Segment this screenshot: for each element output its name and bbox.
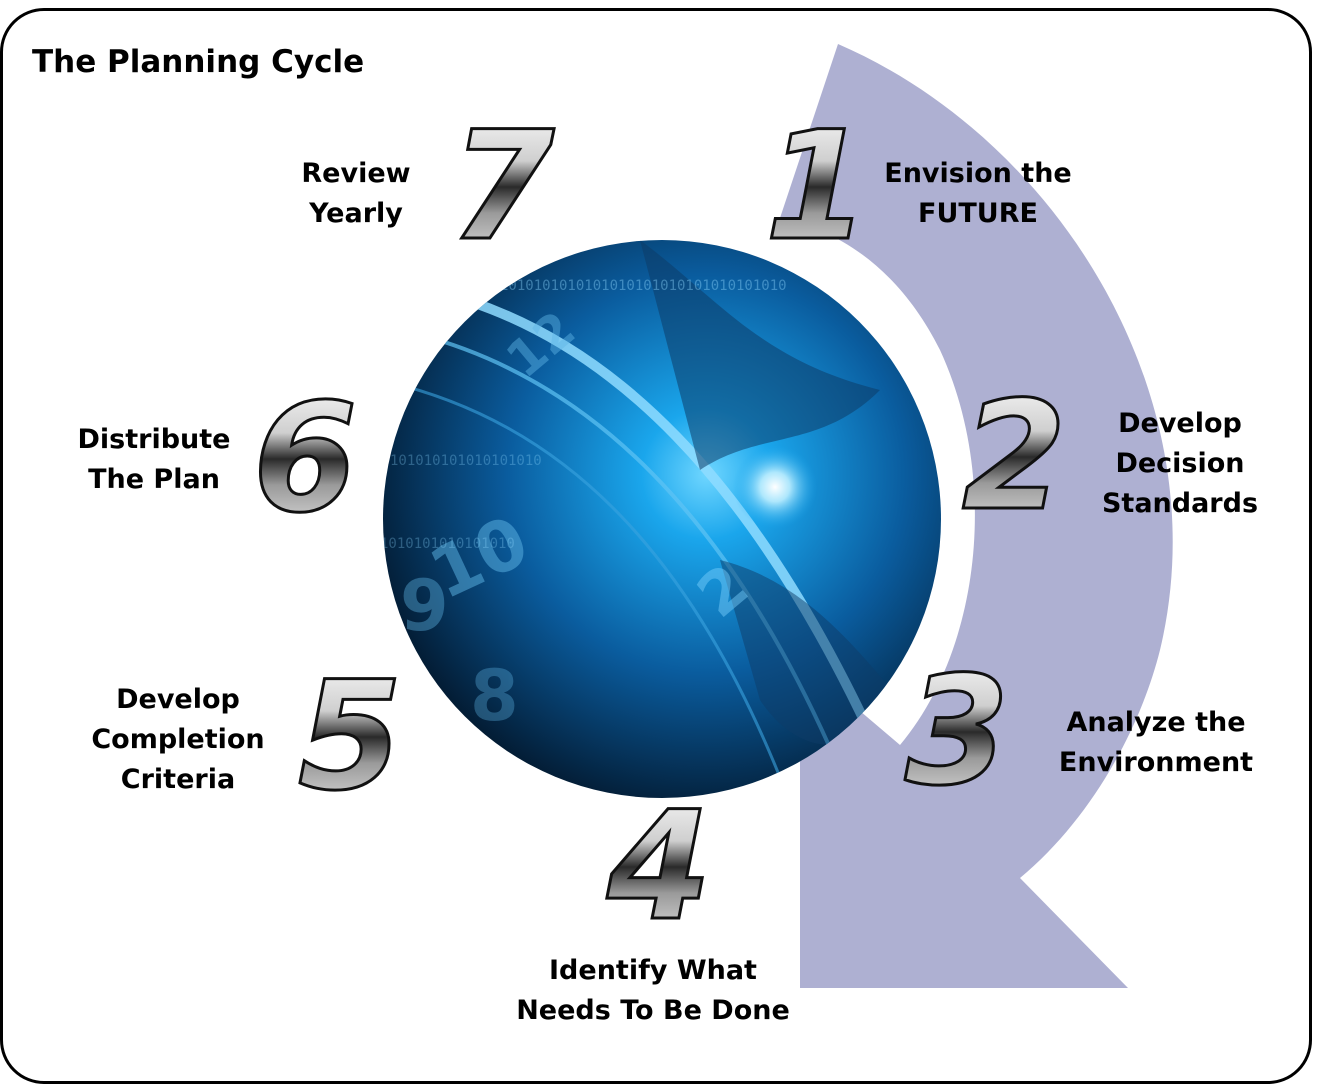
step-2-line-1: Develop (1118, 408, 1242, 439)
number-5-badge: 5 (297, 649, 404, 826)
svg-text:4: 4 (606, 780, 711, 954)
step-4-label: Identify What Needs To Be Done (478, 951, 828, 1031)
number-7-badge: 7 (449, 99, 557, 276)
svg-text:101010101010101010: 101010101010101010 (390, 453, 542, 469)
number-3-badge: 3 (904, 644, 1011, 821)
step-2-line-2: Decision (1115, 448, 1245, 479)
svg-text:1: 1 (765, 100, 869, 274)
step-1-line-2: FUTURE (918, 198, 1038, 229)
step-4-line-1: Identify What (549, 955, 757, 986)
step-5-line-2: Completion (91, 724, 265, 755)
step-4-line-2: Needs To Be Done (516, 995, 790, 1026)
step-7-label: Review Yearly (278, 154, 434, 234)
step-3-line-2: Environment (1058, 747, 1254, 778)
svg-text:2: 2 (962, 370, 1066, 544)
step-3-line-1: Analyze the (1066, 707, 1246, 738)
step-5-line-3: Criteria (120, 764, 236, 795)
step-1-label: Envision the FUTURE (868, 154, 1088, 234)
step-6-line-1: Distribute (77, 424, 231, 455)
step-6-line-2: The Plan (88, 464, 220, 495)
cycle-arrow (780, 44, 1173, 988)
svg-text:3: 3 (905, 645, 1009, 819)
globe-image: 10 9 8 12 2 1010101010101010101010101010… (380, 240, 941, 798)
svg-text:9: 9 (400, 565, 449, 647)
svg-text:101010101010101010101010101010: 1010101010101010101010101010101010 (500, 278, 787, 294)
step-5-line-1: Develop (116, 684, 240, 715)
number-6-badge: 6 (252, 371, 359, 548)
step-1-line-1: Envision the (884, 158, 1072, 189)
number-2-badge: 2 (961, 369, 1068, 546)
svg-text:5: 5 (298, 650, 402, 824)
step-2-label: Develop Decision Standards (1085, 404, 1275, 524)
step-5-label: Develop Completion Criteria (68, 680, 288, 800)
svg-text:6: 6 (253, 372, 357, 546)
number-1-badge: 1 (764, 99, 871, 276)
svg-text:8: 8 (470, 655, 519, 737)
step-7-line-2: Yearly (309, 198, 403, 229)
step-6-label: Distribute The Plan (58, 420, 250, 500)
diagram-title: The Planning Cycle (32, 44, 365, 80)
number-4-badge: 4 (605, 779, 713, 956)
step-2-line-3: Standards (1101, 488, 1259, 519)
step-3-label: Analyze the Environment (1036, 703, 1276, 783)
svg-text:7: 7 (450, 100, 555, 274)
step-7-line-1: Review (301, 158, 411, 189)
svg-text:1010101010101010: 1010101010101010 (380, 536, 515, 552)
